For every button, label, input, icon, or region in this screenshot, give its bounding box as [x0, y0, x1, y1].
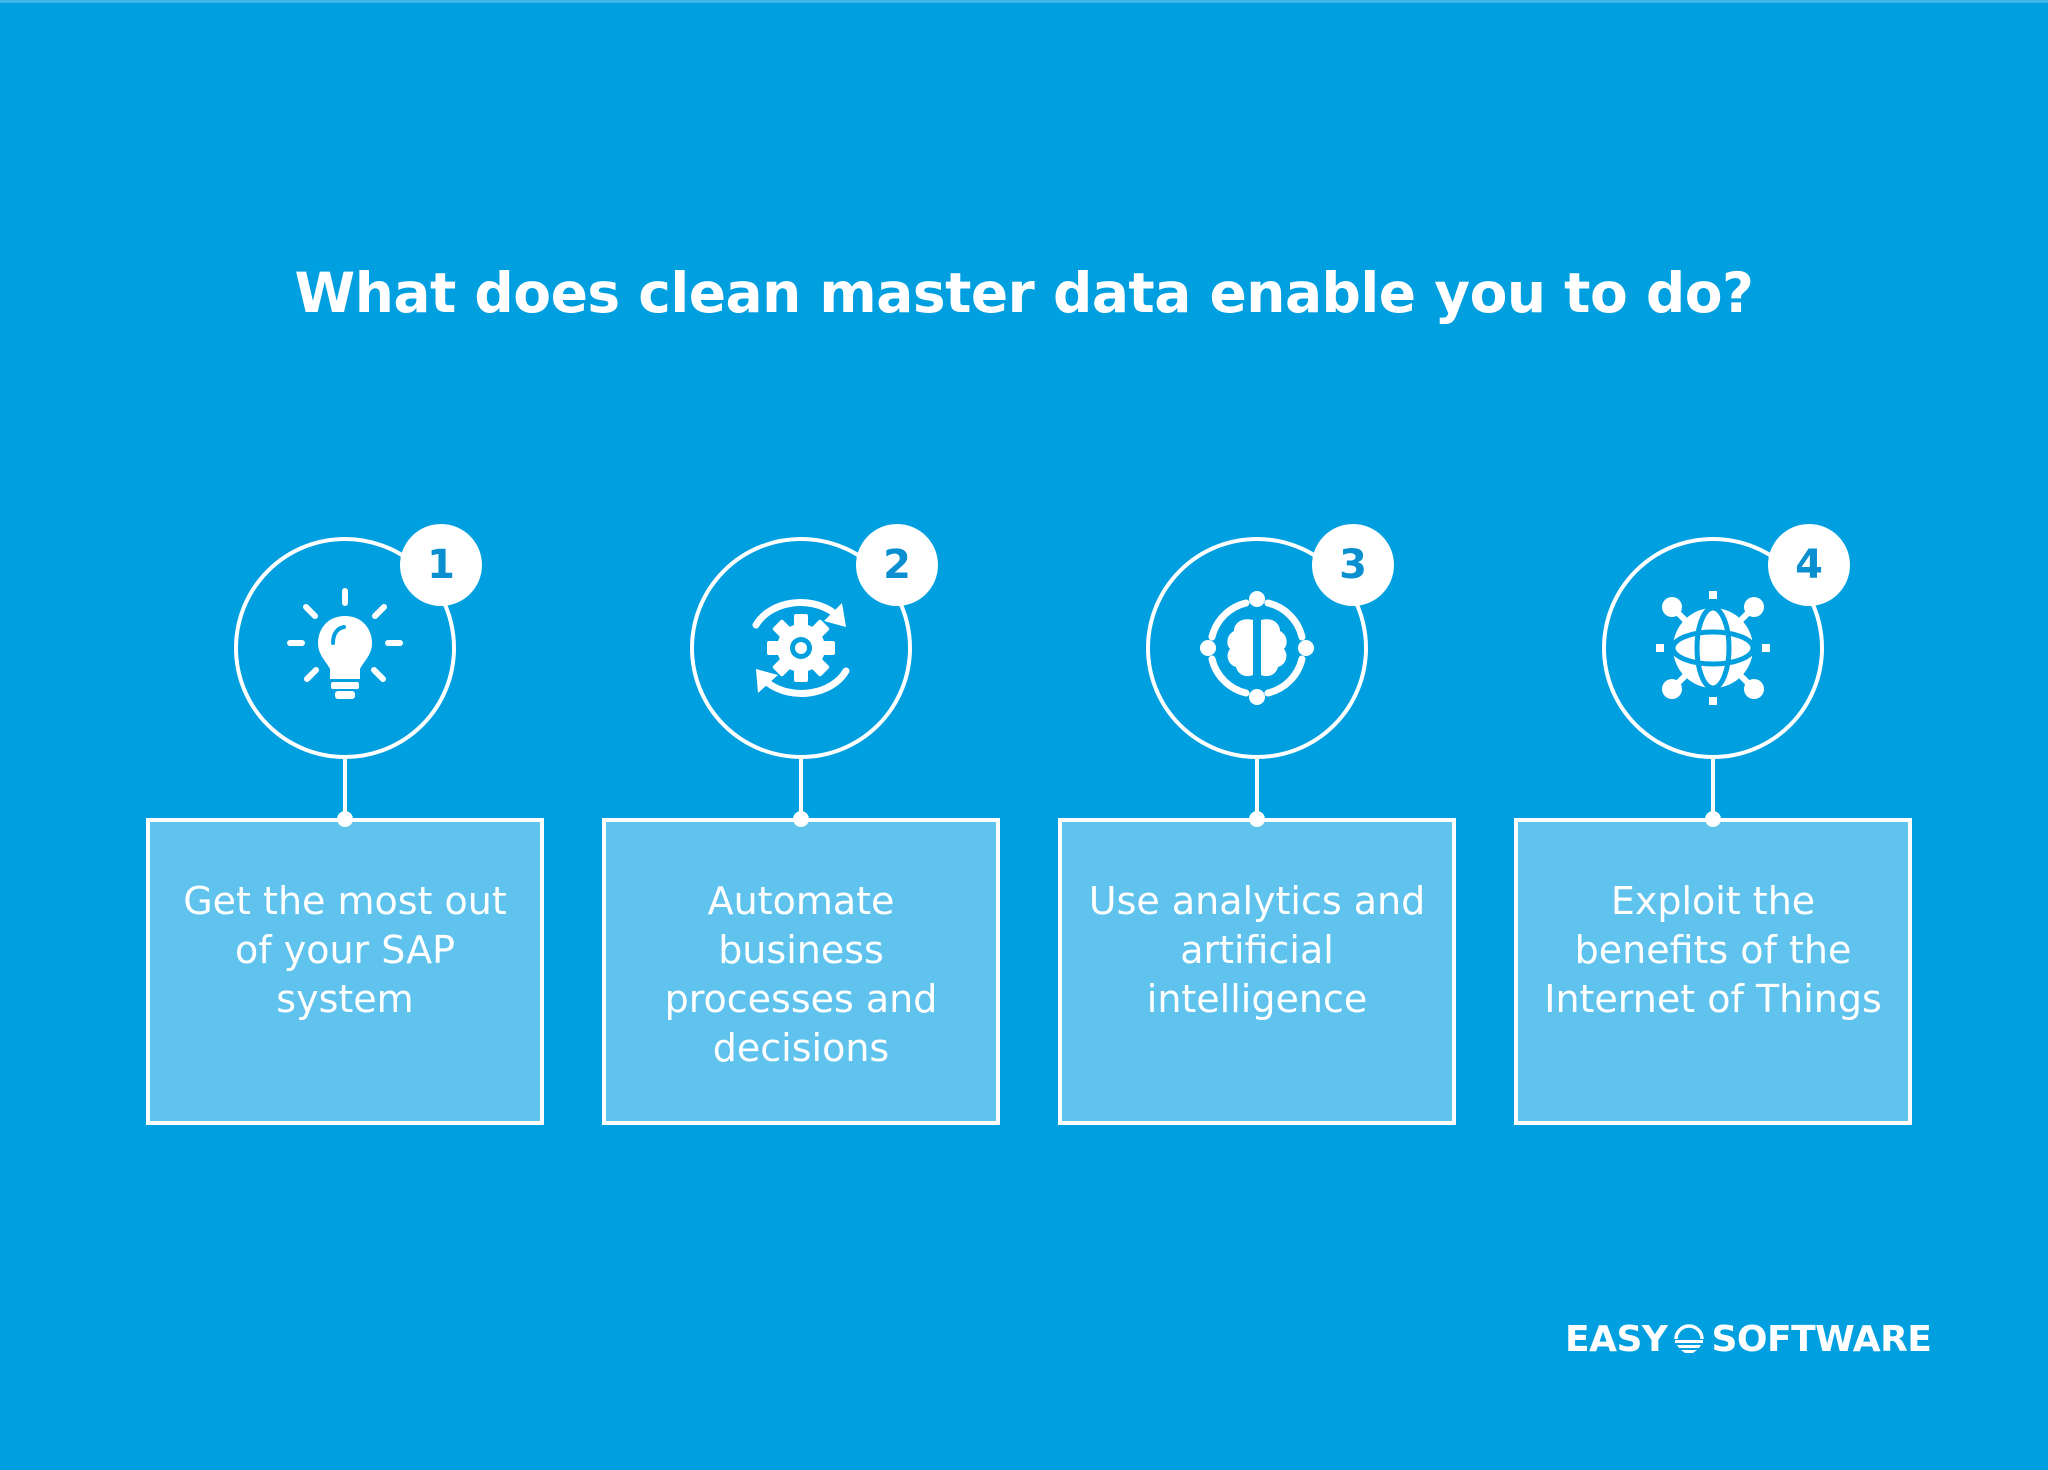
connector-dot [1249, 811, 1265, 827]
step-2: 2 Automate business processes and decisi… [602, 3, 1000, 1470]
logo-text-left: EASY [1565, 1318, 1668, 1360]
step-3: 3 Use analytics and artificial intellige… [1058, 3, 1456, 1470]
connector-line [1711, 759, 1715, 819]
page-title: What does clean master data enable you t… [294, 261, 1754, 325]
icon-ring [1602, 537, 1824, 759]
connector-dot [337, 811, 353, 827]
brain-ai-icon [1200, 591, 1314, 705]
gear-cycle-icon [752, 599, 850, 697]
step-number-badge: 1 [400, 524, 482, 606]
connector-line [1255, 759, 1259, 819]
step-4: 4 Exploit the benefits of the Internet o… [1514, 3, 1912, 1470]
step-card: Use analytics and artificial intelligenc… [1058, 818, 1456, 1125]
step-text: Automate business processes and decision… [664, 879, 938, 1070]
icon-ring [690, 537, 912, 759]
step-text: Exploit the benefits of the Internet of … [1544, 879, 1882, 1021]
easy-software-logo: EASY SOFTWARE [1565, 1317, 1932, 1361]
step-number-badge: 2 [856, 524, 938, 606]
logo-text-right: SOFTWARE [1711, 1318, 1932, 1360]
logo-mark-icon [1674, 1324, 1705, 1353]
connector-dot [793, 811, 809, 827]
step-card: Automate business processes and decision… [602, 818, 1000, 1125]
step-number-badge: 4 [1768, 524, 1850, 606]
icon-ring [234, 537, 456, 759]
connector-line [343, 759, 347, 819]
connector-line [799, 759, 803, 819]
step-1: 1 Get the most out of your SAP system [146, 3, 544, 1470]
lightbulb-icon [287, 588, 403, 699]
step-text: Get the most out of your SAP system [183, 879, 507, 1021]
icon-ring [1146, 537, 1368, 759]
step-number-badge: 3 [1312, 524, 1394, 606]
step-card: Get the most out of your SAP system [146, 818, 544, 1125]
step-card: Exploit the benefits of the Internet of … [1514, 818, 1912, 1125]
step-text: Use analytics and artificial intelligenc… [1088, 879, 1426, 1021]
connector-dot [1705, 811, 1721, 827]
globe-network-icon [1656, 591, 1770, 705]
